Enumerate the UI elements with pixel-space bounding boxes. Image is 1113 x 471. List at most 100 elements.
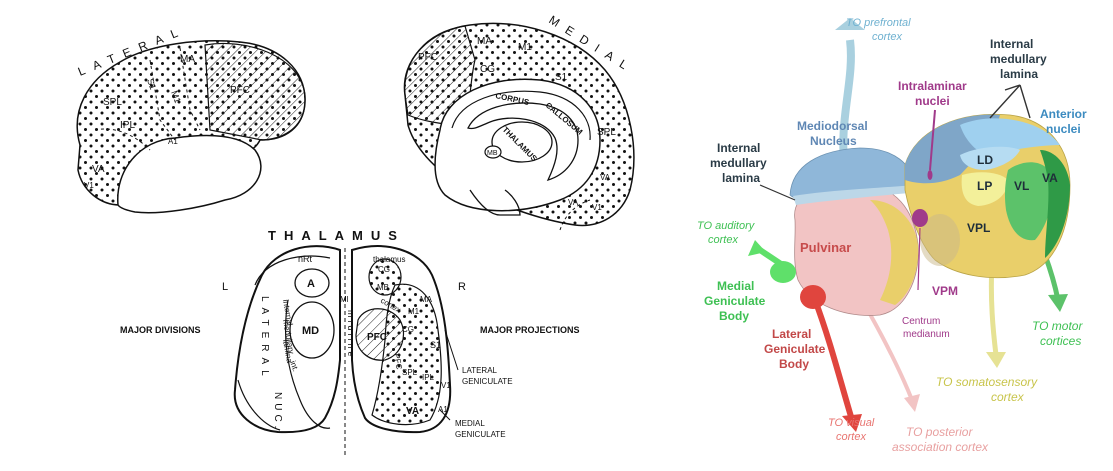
label-v1: V1	[441, 381, 451, 390]
label-m1: M1	[408, 307, 420, 316]
left-side-label: L	[222, 281, 228, 293]
label-m1: M1	[518, 42, 532, 53]
lgb-line3: Body	[779, 357, 809, 371]
left-lamina-leader	[759, 184, 796, 201]
prefrontal-arrow-head	[835, 18, 865, 30]
centrum-line2: medianum	[903, 329, 950, 340]
label-lateral: LATERAL	[259, 296, 270, 382]
anterior-line2: nuclei	[1046, 122, 1081, 136]
intralaminar-line	[929, 109, 936, 171]
label-pfc: PFC	[367, 332, 387, 343]
label-ipl: IPL	[120, 120, 135, 131]
lateral-geniculate-line2: GENICULATE	[462, 377, 513, 386]
to-prefrontal-line1: TO prefrontal	[846, 17, 911, 29]
lateral-geniculate-body	[800, 285, 826, 309]
centrum-medianum-dot	[912, 209, 928, 227]
mgb-line2: Geniculate	[704, 294, 766, 308]
lgb-line2: Geniculate	[764, 342, 826, 356]
internal-lamina-left-line2: medullary	[710, 156, 767, 170]
major-divisions-caption: MAJOR DIVISIONS	[120, 325, 201, 335]
label-ml: Ml	[340, 295, 349, 304]
label-s1: S1	[430, 340, 441, 350]
medial-geniculate-line2: GENICULATE	[455, 430, 506, 439]
label-a: A	[307, 278, 315, 290]
label-a1: A1	[438, 405, 448, 414]
somatosensory-arrow-head	[986, 352, 1006, 368]
lateral-pfc-region	[204, 42, 306, 141]
to-motor-line2: cortices	[1040, 334, 1081, 348]
medial-geniculate-line1: MEDIAL	[455, 419, 485, 428]
to-prefrontal-line2: cortex	[872, 31, 902, 43]
lamina-leader-lines	[989, 84, 1031, 119]
geniculate-leader-lines	[439, 329, 459, 421]
major-projections-caption: MAJOR PROJECTIONS	[480, 325, 580, 335]
lgb-line1: Lateral	[772, 327, 811, 341]
anterior-line1: Anterior	[1040, 107, 1087, 121]
intralaminar-line2: nuclei	[915, 94, 950, 108]
posterior-arrow-head	[904, 394, 920, 412]
label-s1: S1	[555, 72, 568, 83]
label-lamina: lamina	[281, 339, 294, 364]
mgb-line1: Medial	[717, 279, 754, 293]
lateral-sulcus-line	[149, 59, 176, 141]
thalamus-a-nucleus	[294, 268, 330, 298]
lateral-temporal-lobe	[117, 134, 262, 214]
to-auditory-line1: TO auditory	[697, 220, 756, 232]
thalamus-cg-mb-area	[368, 258, 402, 296]
mediodorsal-line2: Nucleus	[810, 134, 857, 148]
medial-brain: MEDIAL MA M1 PFC CG S1 CORPUS CALLOSUM T…	[403, 13, 638, 231]
intralaminar-dot	[927, 170, 933, 180]
internal-lamina-top-line2: medullary	[990, 52, 1047, 66]
label-mb: MB	[377, 283, 389, 292]
label-spl: SPL	[597, 127, 616, 138]
medial-geniculate-body	[770, 261, 796, 283]
thalamus-title: THALAMUS	[268, 228, 405, 243]
label-va: VA	[406, 406, 419, 417]
lp-region	[961, 172, 1008, 206]
pulvinar-yellow-edge	[870, 200, 919, 305]
ld-label: LD	[977, 153, 993, 167]
vl-region	[1004, 162, 1053, 241]
internal-lamina-top-line3: lamina	[1000, 67, 1038, 81]
brainstem	[469, 189, 521, 216]
to-visual-line1: TO visual	[828, 417, 875, 429]
label-ma: MA	[180, 54, 195, 65]
to-visual-line2: cortex	[836, 431, 866, 443]
medial-thalamus-shape	[491, 121, 553, 163]
label-va: VA	[600, 173, 611, 182]
vpl-label: VPL	[967, 221, 990, 235]
internal-lamina-top-line1: Internal	[990, 37, 1033, 51]
ld-region	[960, 146, 1020, 170]
vpl-region	[951, 210, 1007, 266]
anterior-region	[960, 118, 1060, 155]
label-thalamus-small: thalamus	[373, 255, 405, 264]
right-side-label: R	[458, 281, 466, 293]
label-va: VA	[92, 164, 105, 175]
label-cg: CG	[378, 265, 390, 274]
lateral-brain: LATERAL SPL S1 MA M1 PFC IPL A1 VA V1	[76, 23, 306, 214]
medial-cg-band	[451, 90, 591, 141]
thalamus-pfc-area	[355, 308, 405, 361]
label-nrt: nRt	[298, 254, 313, 264]
internal-lamina-line	[284, 299, 331, 429]
label-cg-2: CG	[402, 325, 414, 334]
internal-lamina-left-line3: lamina	[722, 171, 760, 185]
lateral-geniculate-line1: LATERAL	[462, 366, 498, 375]
vpm-label: VPM	[932, 284, 958, 298]
vpm-region	[920, 214, 960, 266]
label-s1: S1	[145, 77, 158, 91]
label-pfc-2: PFC	[392, 353, 404, 371]
mediodorsal-line1: Mediodorsal	[797, 119, 868, 133]
lateral-sulcus-line	[94, 128, 151, 151]
label-ipl: IPL	[422, 373, 435, 382]
label-a1: A1	[168, 137, 178, 146]
label-va-2: VA	[568, 198, 579, 207]
to-posterior-line1: TO posterior	[906, 425, 973, 439]
lateral-sulcus-line	[179, 47, 201, 131]
label-pfc: PFC	[230, 85, 250, 96]
visual-arrow	[812, 298, 855, 421]
to-posterior-line2: association cortex	[892, 440, 989, 454]
label-nuc: NUC.	[272, 392, 283, 432]
label-ma: MA	[420, 295, 433, 304]
